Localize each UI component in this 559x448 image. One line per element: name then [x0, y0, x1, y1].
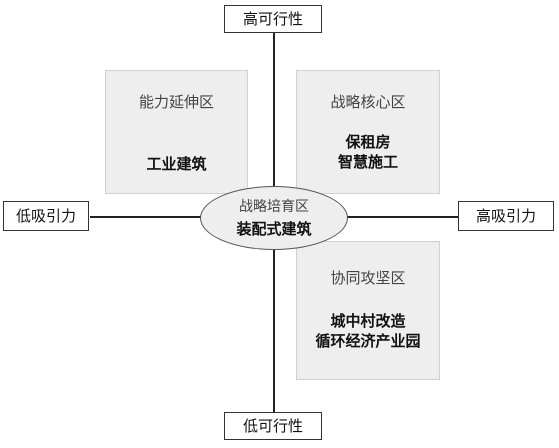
quadrant-title: 战略核心区 — [330, 93, 406, 111]
axis-label-high-feasibility: 高可行性 — [224, 5, 322, 33]
quadrant-strategic-core: 战略核心区 保租房 智慧施工 — [296, 70, 440, 194]
axis-label-low-feasibility: 低可行性 — [224, 412, 322, 440]
quadrant-item: 保租房 — [345, 133, 391, 151]
quadrant-item: 城中村改造 — [330, 312, 406, 330]
axis-label-high-attractiveness: 高吸引力 — [458, 201, 554, 231]
axis-label-low-attractiveness: 低吸引力 — [3, 201, 89, 231]
quadrant-item: 智慧施工 — [337, 153, 398, 171]
quadrant-capability-extension: 能力延伸区 工业建筑 — [105, 70, 248, 194]
quadrant-title: 能力延伸区 — [138, 93, 214, 111]
center-item: 装配式建筑 — [236, 220, 312, 238]
center-strategic-cultivation: 战略培育区 装配式建筑 — [200, 186, 348, 250]
quadrant-collaborative-breakthrough: 协同攻坚区 城中村改造 循环经济产业园 — [296, 241, 440, 380]
quadrant-item: 循环经济产业园 — [315, 332, 421, 350]
quadrant-item: 工业建筑 — [146, 155, 207, 173]
quadrant-title: 协同攻坚区 — [330, 269, 406, 287]
center-title: 战略培育区 — [239, 199, 309, 215]
